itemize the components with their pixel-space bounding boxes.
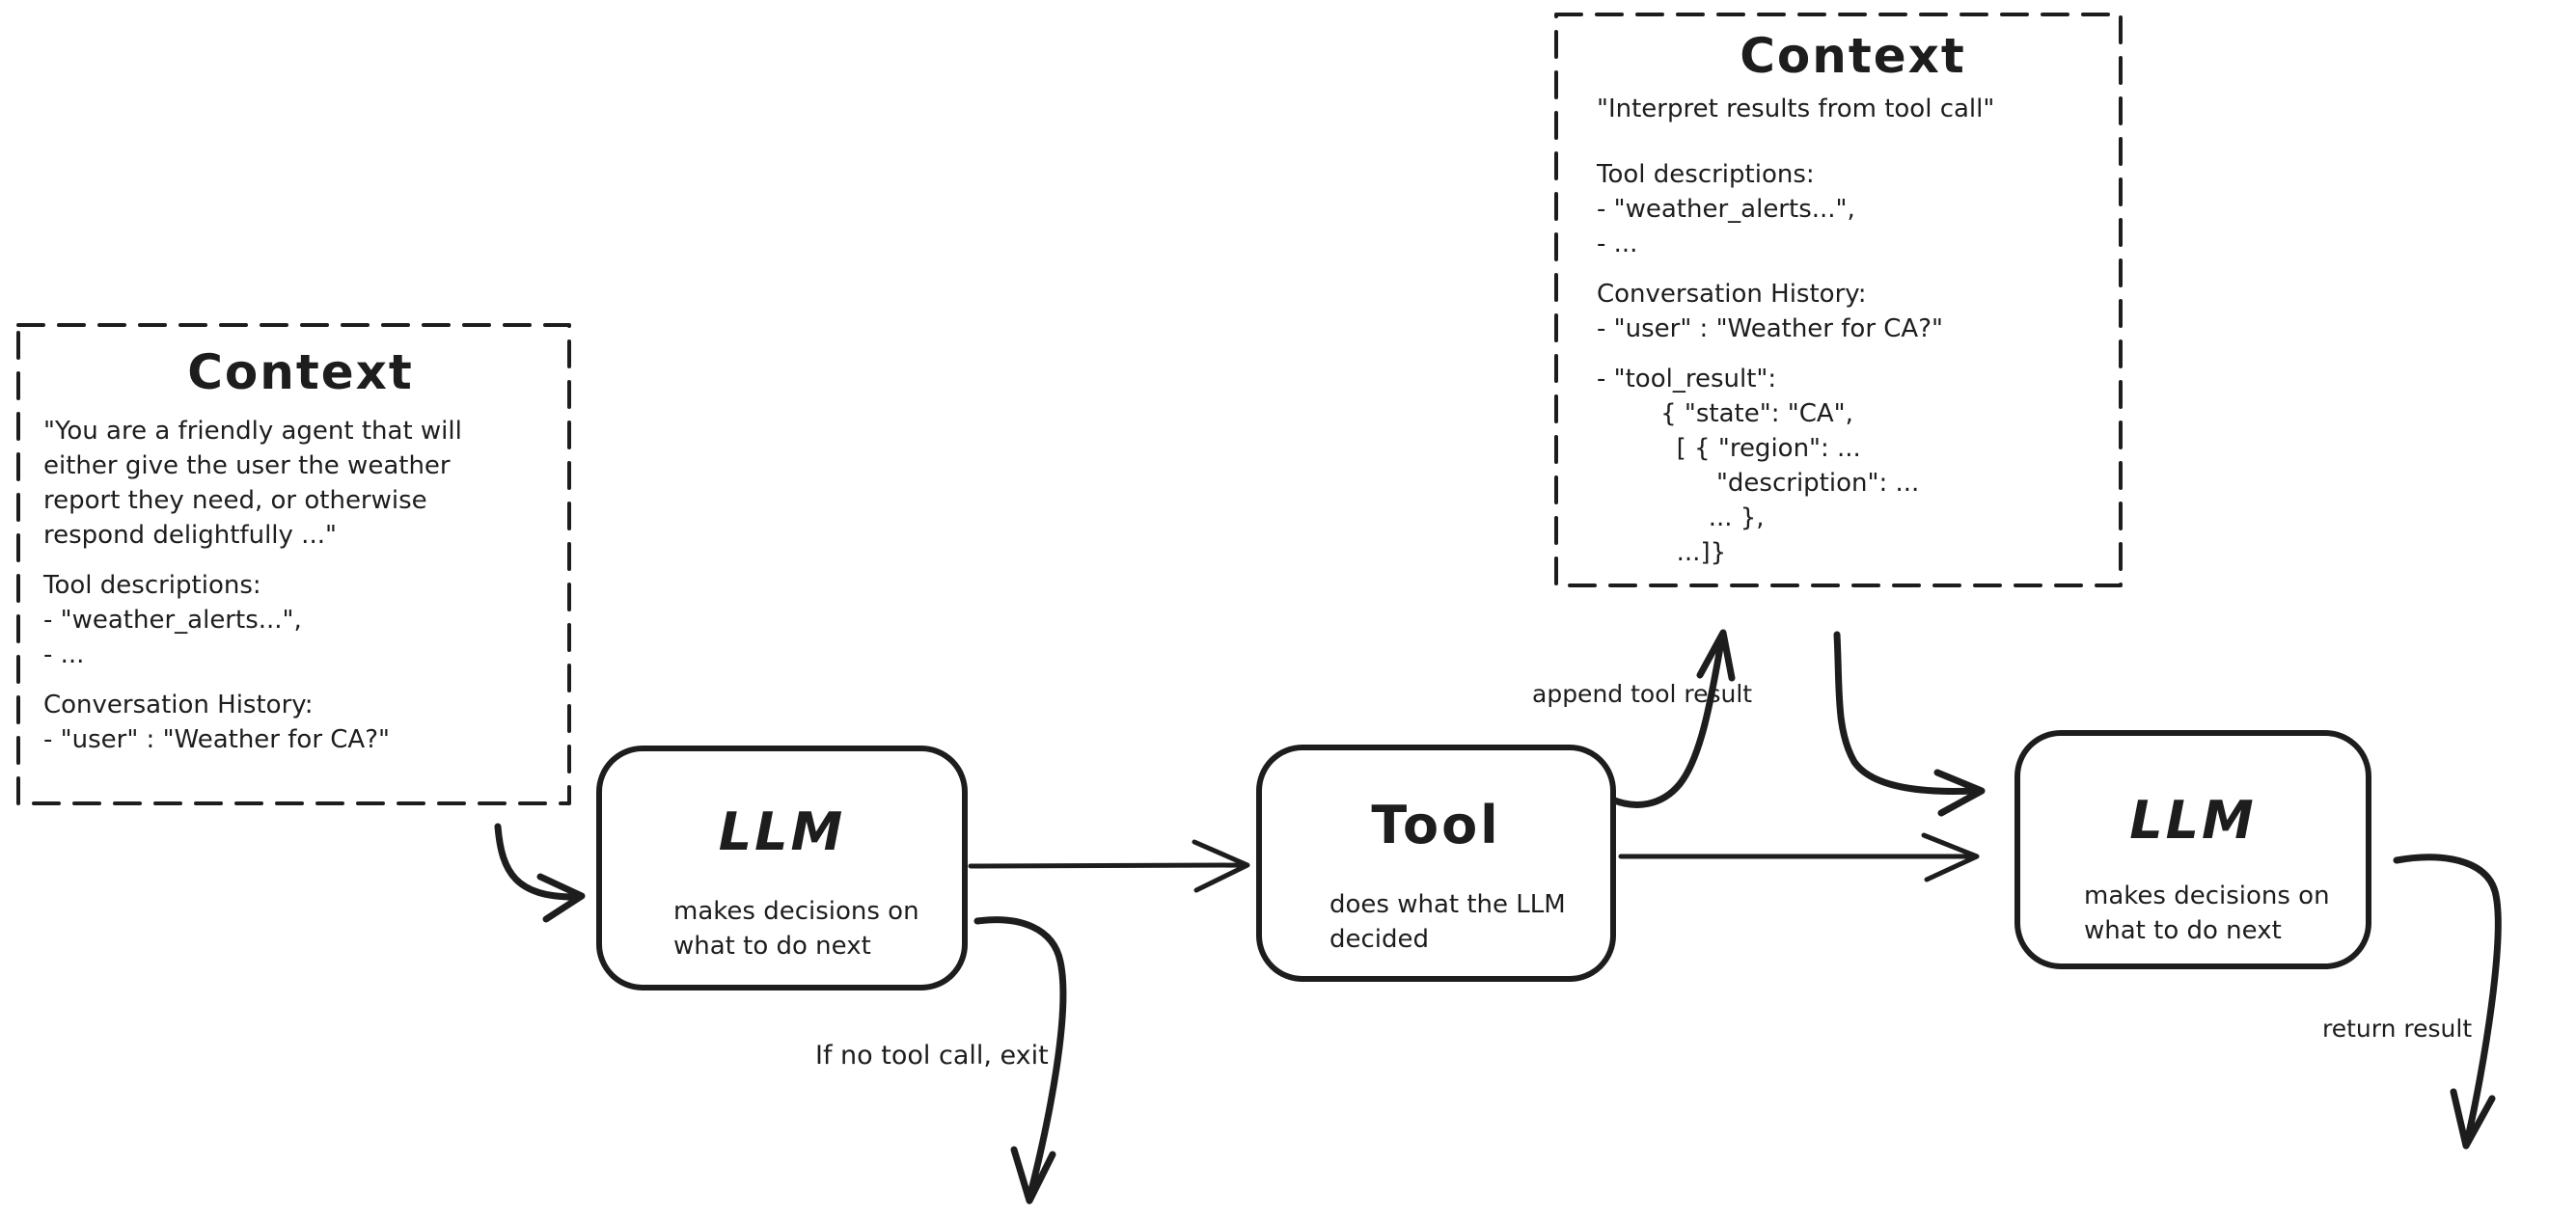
arrow-llm1-exit-stem xyxy=(973,916,1067,1202)
context-right-line xyxy=(1597,142,2109,157)
node-tool-subtitle: does what the LLM decided xyxy=(1329,887,1566,957)
context-left-line: respond delightfully ..." xyxy=(43,521,337,550)
context-left-line: Conversation History: xyxy=(43,691,314,719)
node-llm-1-subtitle: makes decisions on what to do next xyxy=(673,894,919,963)
node-llm-2-subtitle: makes decisions on what to do next xyxy=(2084,879,2330,948)
context-right-line: [ { "region": ... xyxy=(1597,434,1861,463)
context-left-line: - "user" : "Weather for CA?" xyxy=(43,725,390,754)
context-right-line xyxy=(1597,126,2109,142)
arrow-llm1-to-tool xyxy=(968,839,1250,893)
label-append-tool-result: append tool result xyxy=(1532,680,1753,708)
context-right-line: ... }, xyxy=(1597,503,1765,532)
node-llm-2-subtitle-line: what to do next xyxy=(2084,916,2282,945)
arrow-context-to-llm2 xyxy=(1833,631,1986,817)
context-right-line: ...]} xyxy=(1597,538,1727,567)
context-right-dashed-border xyxy=(1554,13,2123,587)
context-left-box: Context "You are a friendly agent that w… xyxy=(18,325,569,803)
context-left-line: "You are a friendly agent that will xyxy=(43,417,462,446)
node-llm-2-subtitle-line: makes decisions on xyxy=(2084,882,2330,910)
node-tool-subtitle-line: decided xyxy=(1329,925,1430,954)
context-left-line: either give the user the weather xyxy=(43,451,451,480)
arrow-tool-to-context xyxy=(1608,629,1736,808)
context-right-line: { "state": "CA", xyxy=(1597,399,1853,428)
context-right-line: - "user" : "Weather for CA?" xyxy=(1597,314,1943,343)
context-right-line: Tool descriptions: xyxy=(1597,160,1815,189)
context-left-title: Context xyxy=(187,344,414,400)
arrow-llm2-return-head xyxy=(2450,1088,2496,1150)
arrow-context-to-llm2-head xyxy=(1933,769,1986,817)
node-llm-1-title: LLM xyxy=(718,801,846,862)
node-llm-1: LLM makes decisions on what to do next xyxy=(596,746,968,990)
arrow-llm1-to-tool-stem xyxy=(968,862,1246,869)
context-left-line xyxy=(43,553,558,568)
node-tool-subtitle-line: does what the LLM xyxy=(1329,890,1566,919)
arrow-context-to-llm1-stem xyxy=(494,823,579,901)
context-right-line xyxy=(1597,346,2109,362)
context-right-box: Context "Interpret results from tool cal… xyxy=(1556,14,2121,585)
arrow-tool-to-llm2-head xyxy=(1921,832,1980,882)
arrow-tool-to-llm2 xyxy=(1618,832,1980,882)
context-right-line: - ... xyxy=(1597,230,1638,258)
context-left-line: - ... xyxy=(43,640,85,669)
context-left-line xyxy=(43,672,558,688)
arrow-context-to-llm2-stem xyxy=(1833,631,1980,795)
context-right-line: "Interpret results from tool call" xyxy=(1597,95,1995,123)
context-right-line: Conversation History: xyxy=(1597,280,1867,309)
node-llm-2: LLM makes decisions on what to do next xyxy=(2014,730,2371,969)
arrow-llm2-return xyxy=(2393,854,2502,1150)
arrow-llm2-return-stem xyxy=(2393,854,2502,1146)
arrow-llm1-exit-head xyxy=(1010,1146,1056,1205)
label-if-no-tool-call-exit: If no tool call, exit xyxy=(815,1041,1049,1071)
node-llm-1-subtitle-line: makes decisions on xyxy=(673,897,919,926)
context-right-line xyxy=(1597,261,2109,277)
context-left-dashed-border xyxy=(16,323,571,805)
arrow-tool-to-context-head xyxy=(1696,629,1736,682)
arrow-context-to-llm1-head xyxy=(536,873,586,923)
context-left-line: Tool descriptions: xyxy=(43,571,261,600)
node-tool-title: Tool xyxy=(1371,795,1501,855)
arrow-llm1-to-tool-head xyxy=(1192,839,1250,893)
arrow-context-to-llm1 xyxy=(494,823,586,923)
node-tool: Tool does what the LLM decided xyxy=(1256,745,1616,982)
context-right-line: - "tool_result": xyxy=(1597,365,1777,393)
context-right-line: - "weather_alerts...", xyxy=(1597,195,1855,224)
arrow-llm1-exit xyxy=(973,916,1067,1205)
node-llm-2-title: LLM xyxy=(2129,790,2257,851)
context-left-line: report they need, or otherwise xyxy=(43,486,427,515)
context-left-body: "You are a friendly agent that will eith… xyxy=(43,414,558,757)
context-right-body: "Interpret results from tool call" Tool … xyxy=(1597,92,2109,570)
context-right-title: Context xyxy=(1740,28,1966,84)
label-return-result: return result xyxy=(2322,1015,2473,1043)
context-left-line: - "weather_alerts...", xyxy=(43,606,302,635)
arrow-tool-to-context-stem xyxy=(1608,633,1726,808)
node-llm-1-subtitle-line: what to do next xyxy=(673,932,871,961)
context-right-line: "description": ... xyxy=(1597,469,1920,498)
